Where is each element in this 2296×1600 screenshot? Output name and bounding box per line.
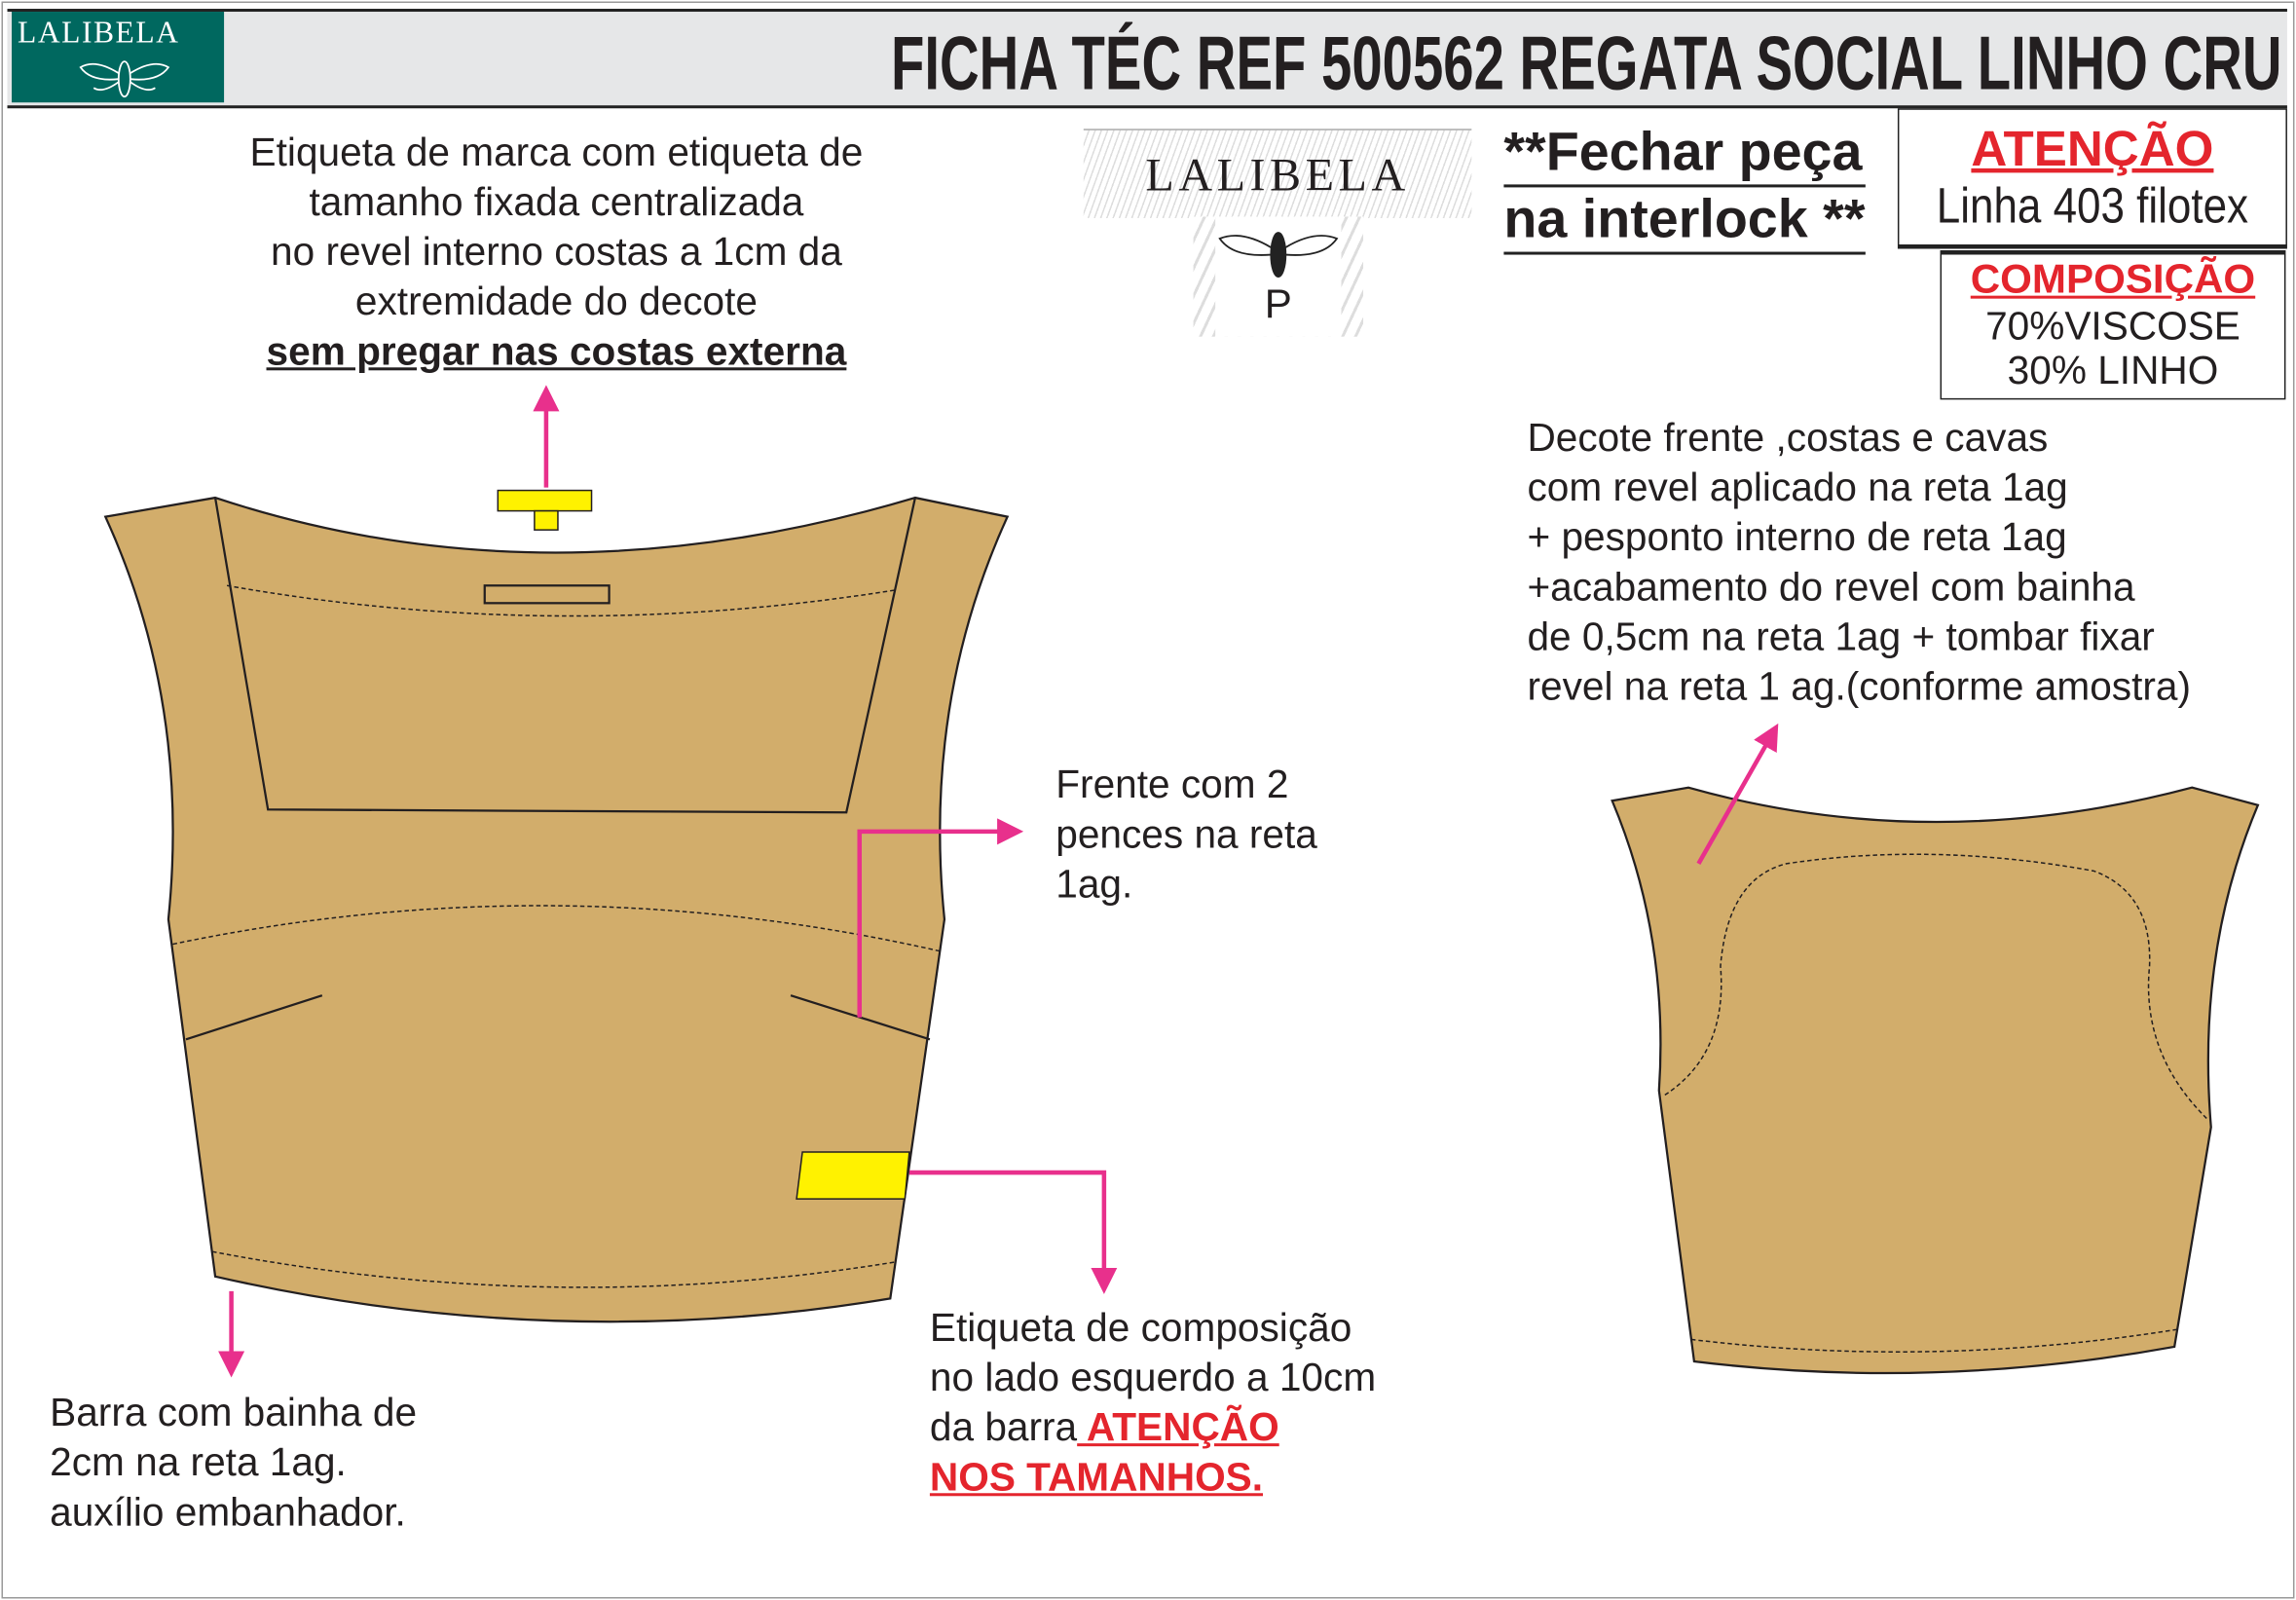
note-line: extremidade do decote bbox=[354, 279, 758, 324]
callout-arrows bbox=[218, 385, 1779, 1378]
note-line: tamanho fixada centralizada bbox=[309, 179, 804, 224]
bee-icon bbox=[1218, 232, 1339, 279]
front-garment bbox=[103, 489, 1010, 1323]
note-line: 2cm na reta 1ag. bbox=[50, 1440, 347, 1485]
arrow-icon bbox=[1696, 723, 1779, 866]
close-piece-note: **Fechar peça na interlock ** bbox=[1503, 120, 1866, 255]
composition-label-marker bbox=[796, 1151, 910, 1200]
neckline-note: Decote frente ,costas e cavas com revel … bbox=[1527, 413, 2191, 712]
note-line: Frente com 2 bbox=[1055, 763, 1289, 807]
composition-heading: COMPOSIÇÃO bbox=[1970, 256, 2256, 302]
attention-heading: ATENÇÃO bbox=[1971, 121, 2214, 177]
label-position-marker bbox=[483, 584, 611, 605]
note-line: com revel aplicado na reta 1ag bbox=[1527, 465, 2068, 510]
back-garment bbox=[1611, 786, 2260, 1375]
note-line: Etiqueta de marca com etiqueta de bbox=[249, 130, 864, 174]
note-line: Decote frente ,costas e cavas bbox=[1527, 415, 2049, 461]
brand-tag-text: LALIBELA bbox=[1145, 147, 1410, 201]
note-line: Etiqueta de composição bbox=[929, 1305, 1352, 1350]
brand-label-marker bbox=[497, 489, 593, 512]
note-line: de 0,5cm na reta 1ag + tombar fixar bbox=[1527, 614, 2155, 659]
composition-line: 30% LINHO bbox=[2007, 348, 2219, 392]
warning-text: NOS TAMANHOS. bbox=[929, 1455, 1264, 1500]
front-darts-note: Frente com 2 pences na reta 1ag. bbox=[1055, 760, 1317, 909]
brand-tag: LALIBELA bbox=[1083, 129, 1472, 218]
size-label: P bbox=[1264, 280, 1292, 327]
note-line: revel na reta 1 ag.(conforme amostra) bbox=[1527, 664, 2191, 709]
size-tag: P bbox=[1193, 216, 1364, 337]
arrow-icon bbox=[908, 1170, 1118, 1294]
note-line: no lado esquerdo a 10cm bbox=[929, 1355, 1377, 1400]
composition-box: COMPOSIÇÃO 70%VISCOSE 30% LINHO bbox=[1940, 250, 2286, 400]
attention-box: ATENÇÃO Linha 403 filotex bbox=[1897, 108, 2287, 249]
note-emphasis: sem pregar nas costas externa bbox=[266, 329, 847, 374]
page-title: FICHA TÉC REF 500562 REGATA SOCIAL LINHO… bbox=[890, 21, 2281, 107]
warning-text: ATENÇÃO bbox=[1077, 1405, 1279, 1450]
note-line: pences na reta bbox=[1055, 812, 1317, 857]
note-line: **Fechar peça bbox=[1503, 120, 1866, 188]
attention-text: Linha 403 filotex bbox=[1936, 178, 2249, 235]
note-line: no revel interno costas a 1cm da bbox=[271, 230, 842, 275]
header-bar bbox=[7, 9, 2287, 109]
note-line: auxílio embanhador. bbox=[50, 1490, 406, 1535]
brand-logo-text: LALIBELA bbox=[18, 15, 180, 51]
brand-label-note: Etiqueta de marca com etiqueta de tamanh… bbox=[175, 128, 937, 377]
note-line: da barra bbox=[929, 1405, 1078, 1450]
composition-label-note: Etiqueta de composição no lado esquerdo … bbox=[930, 1303, 1376, 1502]
note-line: + pesponto interno de reta 1ag bbox=[1527, 515, 2067, 560]
composition-line: 70%VISCOSE bbox=[1985, 304, 2240, 349]
brand-logo: LALIBELA bbox=[12, 12, 225, 103]
note-line: Barra com bainha de bbox=[50, 1391, 418, 1435]
arrow-icon bbox=[857, 818, 1024, 1018]
note-line: +acabamento do revel com bainha bbox=[1527, 565, 2135, 610]
note-line: na interlock ** bbox=[1503, 187, 1866, 255]
bee-icon bbox=[79, 60, 170, 98]
note-line: 1ag. bbox=[1055, 862, 1133, 907]
hem-note: Barra com bainha de 2cm na reta 1ag. aux… bbox=[50, 1388, 417, 1537]
